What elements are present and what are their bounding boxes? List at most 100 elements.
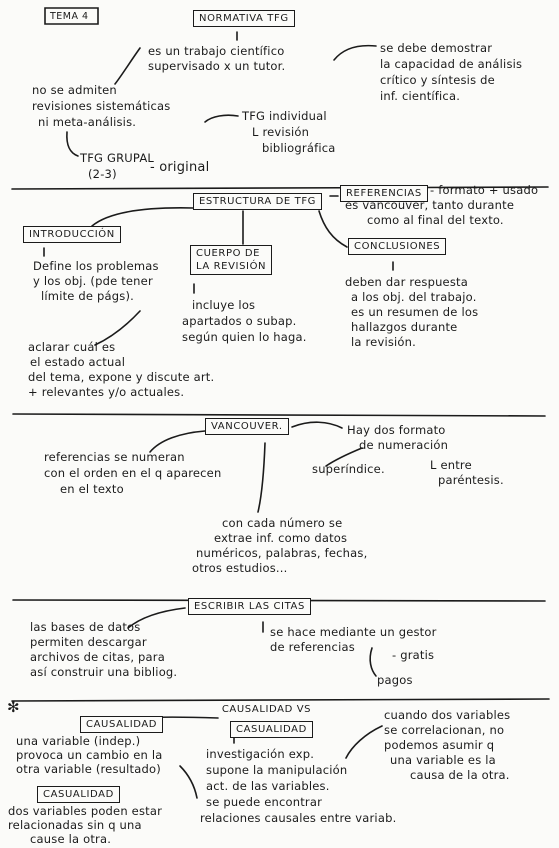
center-line-3: act. de las variables. bbox=[206, 779, 330, 793]
cuerpo-box: CUERPO DE LA REVISIÓN bbox=[190, 245, 273, 275]
curve-correlacion bbox=[345, 725, 383, 759]
cuerpo-text-line-3: según quien lo haga. bbox=[182, 330, 307, 344]
aclarar-line-3: del tema, expone y discute art. bbox=[28, 370, 215, 384]
center-line-1: investigación exp. bbox=[206, 747, 315, 761]
intro-line-1: Define los problemas bbox=[33, 259, 159, 273]
curve-demonstrate bbox=[333, 44, 377, 61]
demonstrate-line-3: crítico y síntesis de bbox=[380, 73, 495, 87]
causalidad-title-line-1: CAUSALIDAD VS bbox=[221, 704, 312, 715]
causalidad-text-line-3: otra variable (resultado) bbox=[16, 762, 161, 776]
intro-line-2: y los obj. (pde tener bbox=[33, 274, 153, 288]
vanc-right-line-2: de numeración bbox=[359, 438, 449, 452]
introduccion-text: Define los problemas y los obj. (pde ten… bbox=[33, 259, 159, 304]
line-vanc-bottom bbox=[257, 442, 266, 513]
vanc-parentesis: L entre paréntesis. bbox=[430, 458, 504, 488]
individual-line-3: bibliográfica bbox=[262, 141, 336, 155]
right-line-2: se correlacionan, no bbox=[384, 723, 505, 737]
cuerpo-line-1: CUERPO DE bbox=[196, 248, 261, 259]
citas-gratis: - gratis bbox=[392, 648, 435, 662]
grupal-original: - original bbox=[150, 160, 210, 175]
conclusiones-line-1: deben dar respuesta bbox=[345, 275, 468, 289]
aclarar-line-4: + relevantes y/o actuales. bbox=[28, 385, 185, 399]
cuerpo-line-2: LA REVISIÓN bbox=[196, 261, 267, 272]
center-line-2: supone la manipulación bbox=[206, 763, 348, 777]
citas-left-line-4: así construir una bibliog. bbox=[30, 665, 178, 679]
curve-no-admiten bbox=[114, 47, 141, 85]
aclarar-line-2: el estado actual bbox=[30, 355, 126, 369]
citas-left-line-3: archivos de citas, para bbox=[30, 650, 165, 664]
normativa-individual: TFG individual L revisión bibliográfica bbox=[242, 108, 335, 156]
citas-left-line-2: permiten descargar bbox=[30, 635, 147, 649]
vanc-bottom-line-3: numéricos, palabras, fechas, bbox=[196, 546, 368, 560]
causalidad-title: CAUSALIDAD VS CASUALIDAD bbox=[220, 702, 313, 738]
curve-aclarar bbox=[94, 310, 141, 346]
center-line-5: relaciones causales entre variab. bbox=[200, 811, 397, 825]
curve-pagos bbox=[369, 647, 377, 677]
normativa-title: NORMATIVA TFG bbox=[193, 10, 295, 27]
normativa-demonstrate: se debe demostrar la capacidad de anális… bbox=[380, 40, 522, 104]
referencias-line-2: es vancouver, tanto durante bbox=[345, 198, 515, 212]
parentesis-line-1: L entre bbox=[430, 458, 472, 472]
no-admiten-line-1: no se admiten bbox=[32, 83, 117, 97]
vanc-bottom-line-4: otros estudios... bbox=[192, 561, 288, 575]
conclusiones-line-4: hallazgos durante bbox=[351, 320, 458, 334]
casualidad-text-line-2: relacionadas sin q una bbox=[8, 818, 142, 832]
divider-1 bbox=[11, 186, 549, 190]
citas-right-line-1: se hace mediante un gestor bbox=[270, 625, 437, 639]
citas-pagos: pagos bbox=[377, 673, 413, 687]
causalidad-center: investigación exp. supone la manipulació… bbox=[200, 746, 402, 826]
conclusiones-text: deben dar respuesta a los obj. del traba… bbox=[345, 275, 478, 350]
curve-citas-left bbox=[127, 607, 186, 629]
curve-conclusiones bbox=[318, 210, 348, 248]
vancouver-bottom: con cada número se extrae inf. como dato… bbox=[192, 516, 367, 576]
vanc-bottom-line-1: con cada número se bbox=[222, 516, 343, 530]
aclarar-line-1: aclarar cuál es bbox=[28, 340, 116, 354]
vanc-left-line-1: referencias se numeran bbox=[44, 450, 185, 464]
parentesis-line-2: paréntesis. bbox=[438, 473, 504, 487]
citas-left: las bases de datos permiten descargar ar… bbox=[30, 620, 177, 680]
individual-line-1: TFG individual bbox=[242, 109, 327, 123]
cuerpo-text-line-1: incluye los bbox=[192, 298, 256, 312]
divider-4 bbox=[11, 698, 550, 702]
causalidad-text: una variable (indep.) provoca un cambio … bbox=[16, 734, 163, 776]
curve-casualidad bbox=[179, 765, 198, 799]
referencias-box: REFERENCIAS bbox=[340, 185, 428, 202]
vanc-superindice: superíndice. bbox=[312, 462, 385, 476]
conclusiones-box: CONCLUSIONES bbox=[348, 238, 447, 255]
curve-intro bbox=[91, 207, 194, 227]
cuerpo-text-line-2: apartados o subap. bbox=[182, 314, 297, 328]
vanc-left-line-3: en el texto bbox=[60, 482, 124, 496]
vanc-right-line-1: Hay dos formato bbox=[347, 423, 446, 437]
estructura-title: ESTRUCTURA DE TFG bbox=[193, 193, 323, 210]
conclusiones-line-3: es un resumen de los bbox=[351, 305, 479, 319]
casualidad-text-line-1: dos variables poden estar bbox=[8, 804, 163, 818]
intro-line-3: límite de págs). bbox=[41, 289, 135, 303]
vanc-bottom-line-2: extrae inf. como datos bbox=[214, 531, 348, 545]
no-admiten-line-2: revisiones sistemáticas bbox=[32, 99, 171, 113]
casualidad-box: CASUALIDAD bbox=[37, 786, 120, 803]
casualidad-text: dos variables poden estar relacionadas s… bbox=[8, 804, 162, 846]
grupal-line-1: TFG GRUPAL bbox=[80, 151, 154, 165]
definition-line-1: es un trabajo científico bbox=[148, 44, 285, 58]
curve-individual bbox=[204, 114, 239, 123]
causalidad-right: cuando dos variables se correlacionan, n… bbox=[384, 708, 510, 783]
right-line-4: una variable es la bbox=[390, 753, 496, 767]
aclarar-text: aclarar cuál es el estado actual del tem… bbox=[28, 340, 214, 400]
no-admiten-line-3: ni meta-análisis. bbox=[38, 115, 137, 129]
citas-right: se hace mediante un gestor de referencia… bbox=[270, 625, 437, 655]
conclusiones-line-5: la revisión. bbox=[351, 335, 417, 349]
curve-vanc-left bbox=[149, 430, 206, 453]
demonstrate-line-4: inf. científica. bbox=[380, 89, 461, 103]
citas-title: ESCRIBIR LAS CITAS bbox=[188, 598, 311, 615]
cuerpo-text: incluye los apartados o subap. según qui… bbox=[182, 297, 307, 345]
causalidad-text-line-1: una variable (indep.) bbox=[16, 734, 141, 748]
causalidad-box: CAUSALIDAD bbox=[80, 716, 164, 733]
curve-superindice bbox=[325, 447, 363, 467]
conclusiones-line-2: a los obj. del trabajo. bbox=[351, 290, 477, 304]
vancouver-left: referencias se numeran con el orden en e… bbox=[44, 449, 221, 497]
vanc-left-line-2: con el orden en el q aparecen bbox=[44, 466, 222, 480]
right-line-5: causa de la otra. bbox=[410, 768, 510, 782]
tema-box-outline bbox=[44, 7, 99, 25]
referencias-text: - formato + usado es vancouver, tanto du… bbox=[345, 183, 538, 228]
referencias-line-1: - formato + usado bbox=[430, 183, 539, 197]
